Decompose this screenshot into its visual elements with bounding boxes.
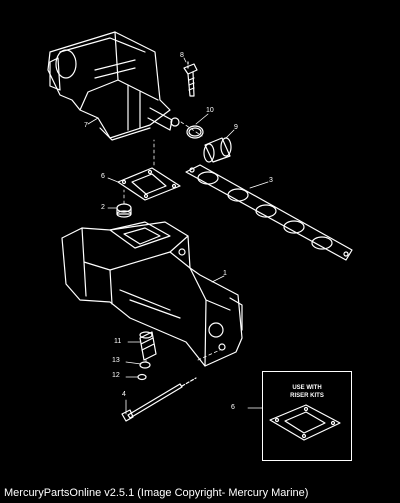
manifold-gasket-part xyxy=(185,164,353,261)
exhaust-manifold-part xyxy=(61,221,243,367)
riser-kit-inset: USE WITH RISER KITS xyxy=(262,371,352,461)
plug-part xyxy=(116,203,132,218)
hose-clamp-part xyxy=(186,125,204,139)
bolt-part xyxy=(183,61,198,97)
copyright-footer: MercuryPartsOnline v2.5.1 (Image Copyrig… xyxy=(4,487,309,499)
inset-gasket-part xyxy=(269,404,341,441)
callout-9: 9 xyxy=(234,124,238,131)
exploded-parts-diagram xyxy=(47,31,353,441)
small-washer-part xyxy=(137,373,147,381)
callout-11: 11 xyxy=(114,338,122,345)
fitting-part xyxy=(139,331,157,361)
callout-3: 3 xyxy=(269,177,273,184)
exhaust-elbow-part xyxy=(47,31,180,141)
inset-label: USE WITH RISER KITS xyxy=(290,385,324,399)
callout-13: 13 xyxy=(112,357,120,364)
callout-1: 1 xyxy=(223,270,227,277)
long-bolt-part xyxy=(121,377,197,422)
callout-2: 2 xyxy=(101,204,105,211)
callout-12: 12 xyxy=(112,372,120,379)
callout-8: 8 xyxy=(180,52,184,59)
elbow-gasket-part xyxy=(117,167,181,201)
washer-part xyxy=(139,361,151,369)
callout-7: 7 xyxy=(84,122,88,129)
callout-6: 6 xyxy=(101,173,105,180)
hose-sleeve-part xyxy=(203,137,232,163)
callout-10: 10 xyxy=(206,107,214,114)
callout-6b: 6 xyxy=(231,404,235,411)
callout-4: 4 xyxy=(122,391,126,398)
